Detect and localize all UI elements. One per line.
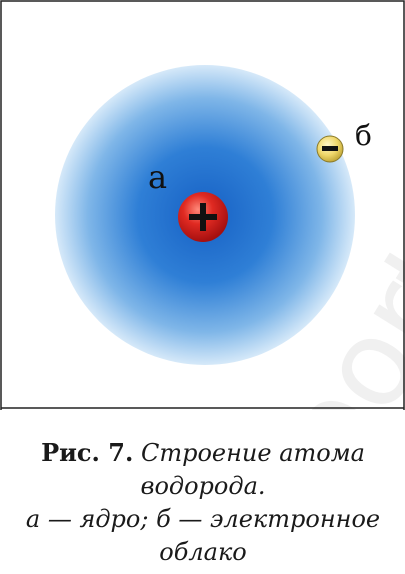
nucleus-label: а xyxy=(148,158,167,196)
figure-border xyxy=(0,0,405,410)
atom-diagram: а б portal.uz xyxy=(0,0,405,410)
caption-line-1: Рис. 7. Строение атома xyxy=(6,436,400,470)
electron-label: б xyxy=(355,119,372,152)
caption-title-1: Строение атома xyxy=(140,439,365,467)
electron xyxy=(316,135,344,163)
minus-icon xyxy=(322,146,338,151)
caption-legend-2: облако xyxy=(159,538,247,566)
nucleus xyxy=(178,192,228,242)
figure-caption: Рис. 7. Строение атома водорода. а — ядр… xyxy=(6,436,400,569)
figure-number: Рис. 7. xyxy=(41,438,134,467)
caption-legend-1: а — ядро; б — электронное xyxy=(25,505,381,533)
caption-title-2: водорода. xyxy=(140,472,266,500)
